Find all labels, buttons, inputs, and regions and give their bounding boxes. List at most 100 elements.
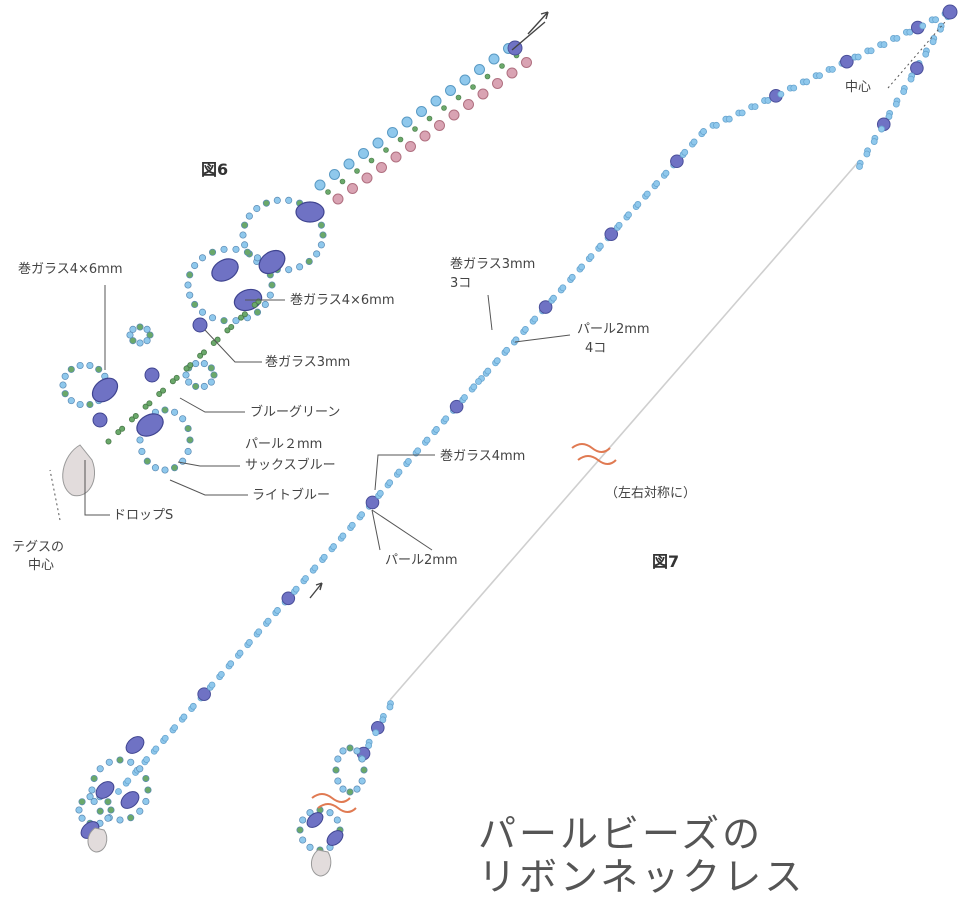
loop-bead <box>285 266 293 274</box>
loop-bead <box>127 814 135 822</box>
spine-bead <box>434 120 445 131</box>
pearl-bead <box>893 34 901 42</box>
loop-bead <box>67 397 75 405</box>
oval-glass-bead <box>326 830 344 846</box>
spine-bead <box>448 109 460 121</box>
pearl-bead <box>320 553 328 561</box>
pearl-bead <box>227 660 235 668</box>
pearl-bead <box>892 100 900 108</box>
loop-bead <box>116 756 124 764</box>
pearl-bead <box>236 649 244 657</box>
pearl-bead <box>922 50 930 58</box>
pearl-bead <box>339 532 347 540</box>
loop-bead <box>76 400 84 409</box>
pearl-bead <box>596 242 604 250</box>
loop-bead <box>90 774 98 783</box>
pearl-bead <box>414 447 422 455</box>
pearl-bead <box>251 301 258 308</box>
pearl-bead <box>365 742 373 750</box>
pearl-bead <box>189 702 197 710</box>
loop-bead <box>107 806 115 814</box>
spacer-bead <box>325 189 331 195</box>
glass-bead <box>604 227 619 241</box>
pearl-bead <box>885 113 893 120</box>
loop-bead <box>142 774 150 783</box>
loop-bead <box>161 466 169 474</box>
loop-bead <box>266 291 274 299</box>
loop-bead <box>88 786 96 794</box>
pearl-bead <box>376 489 384 497</box>
pearl-bead <box>274 607 281 614</box>
pearl-bead <box>907 75 915 83</box>
loop-bead <box>138 447 146 456</box>
label-makigarasu-3-count: 巻ガラス3mm <box>450 257 536 272</box>
loop-bead <box>339 785 347 793</box>
spine-bead <box>332 193 344 205</box>
drop-bead <box>311 849 332 877</box>
loop-bead <box>144 786 152 794</box>
oval-glass-bead <box>306 812 324 828</box>
pearl-bead <box>180 713 188 721</box>
spine-bead <box>329 169 340 180</box>
glass-bead <box>92 412 108 428</box>
loop-bead <box>90 797 98 806</box>
spine-bead <box>488 53 500 65</box>
loop-bead <box>129 325 137 333</box>
pearl-bead <box>224 327 231 334</box>
loop-bead <box>241 241 249 249</box>
necklace-strand-right-top <box>856 4 958 170</box>
loop-bead <box>126 331 134 339</box>
pearl-bead <box>124 777 132 785</box>
loop-bead <box>198 254 207 262</box>
oval-glass-bead <box>95 781 115 799</box>
oval-glass-bead <box>120 791 140 809</box>
loop-bead <box>353 747 361 755</box>
loop-bead <box>96 765 104 773</box>
spacer-bead <box>455 94 462 101</box>
loop-bead <box>262 199 270 207</box>
loop-bead <box>151 464 159 472</box>
loop-bead <box>67 365 75 373</box>
loop-bead <box>339 747 347 755</box>
pearl-bead <box>803 78 811 86</box>
pearl-bead <box>115 429 122 436</box>
spine-bead <box>474 64 485 75</box>
loop-bead <box>210 371 218 379</box>
loop-bead <box>245 212 253 220</box>
pearl-bead <box>503 346 511 354</box>
loop-bead <box>78 814 86 822</box>
pearl-bead <box>404 457 412 465</box>
loop-bead <box>296 263 304 271</box>
loop-bead <box>220 245 228 253</box>
loop-bead <box>95 365 103 373</box>
loop-bead <box>136 765 144 773</box>
pearl-bead <box>929 38 937 46</box>
label-pearl-2-lower: パール2mm <box>385 553 458 568</box>
pearl-bead <box>161 734 169 742</box>
oval-glass-bead <box>125 736 145 754</box>
pearl-bead <box>738 109 746 117</box>
pearl-bead <box>156 390 163 397</box>
loop-bead <box>143 337 151 345</box>
loop-bead <box>346 744 354 752</box>
cut-mark-icons <box>311 443 617 813</box>
loop-bead <box>253 308 262 316</box>
pearl-bead <box>171 724 179 732</box>
pearl-bead <box>210 340 217 347</box>
loop-bead <box>317 241 325 249</box>
spacer-bead <box>397 136 404 143</box>
loop-bead <box>76 361 84 370</box>
pearl-bead <box>587 253 595 260</box>
spine-bead <box>343 158 355 170</box>
pearl-bead <box>119 425 126 432</box>
loop-bead <box>86 793 94 801</box>
pearl-bead <box>493 357 501 365</box>
glass-bead <box>192 317 208 333</box>
loop-bead <box>241 221 249 229</box>
pearl-bead <box>863 150 871 158</box>
label-tegusu-center-1: テグスの <box>12 540 65 555</box>
loop-bead <box>184 447 192 456</box>
loop-bead <box>75 806 83 814</box>
loop-bead <box>86 361 94 370</box>
loop-bead <box>182 371 190 379</box>
